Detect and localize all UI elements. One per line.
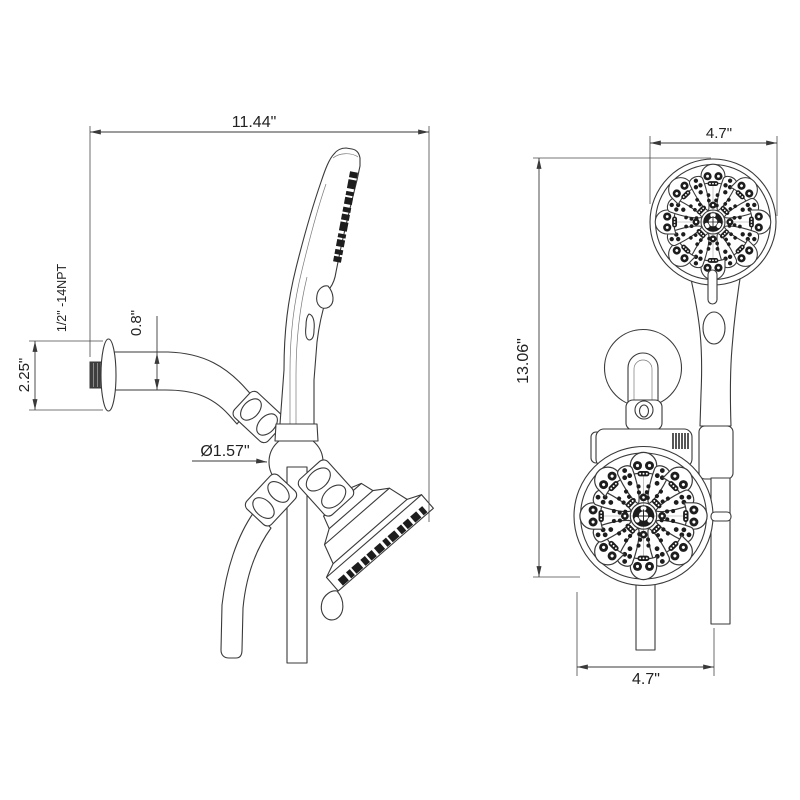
dimension-label: 11.44" xyxy=(232,114,277,131)
shower-arm-front xyxy=(627,352,659,409)
handheld-spray-face xyxy=(654,163,772,281)
hose-right-front xyxy=(710,477,731,625)
handheld-head-front xyxy=(649,158,777,286)
dimension-label: 13.06" xyxy=(515,338,532,384)
leader-arrow xyxy=(255,458,268,464)
handle-housing xyxy=(698,425,734,480)
handle-button xyxy=(702,311,726,345)
diverter-pin xyxy=(710,511,732,522)
fixed-head-spray-face xyxy=(579,451,708,581)
hose-center-front xyxy=(635,577,656,651)
dimension-label: 2.25" xyxy=(16,358,33,393)
wand-spray-face-texture xyxy=(333,171,358,263)
dimension-label: Ø1.57" xyxy=(200,443,249,460)
front-view xyxy=(573,158,777,651)
fixed-head-front xyxy=(573,445,732,587)
wand-drip-loop xyxy=(316,285,334,309)
wand-handle-front xyxy=(688,265,743,427)
head-nut xyxy=(297,459,355,517)
wand-cradle xyxy=(274,423,319,442)
side-view xyxy=(89,147,434,664)
dimension-label: 4.7" xyxy=(706,125,732,142)
dock-slot xyxy=(707,269,718,305)
arm-nut-front xyxy=(625,399,663,431)
thread-spec-label: 1/2" -14NPT xyxy=(55,263,69,332)
hose-nut xyxy=(244,473,298,527)
wall-flange xyxy=(100,338,117,412)
dimension-label: 4.7" xyxy=(632,671,660,688)
fixed-head-side xyxy=(323,480,434,592)
hose-curved xyxy=(220,511,272,659)
dimensions: 11.44" 2.25" 1/2" -14NPT 0.8" Ø1.57" 13.… xyxy=(16,114,778,688)
handheld-wand-side xyxy=(279,147,361,425)
dimension-label: 0.8" xyxy=(128,310,145,336)
hose-straight xyxy=(286,466,308,664)
arm-nut xyxy=(232,390,286,444)
fixed-head-drip-loop xyxy=(320,590,344,621)
wand-pause-tab xyxy=(305,313,315,341)
grip-ridges xyxy=(672,433,689,449)
